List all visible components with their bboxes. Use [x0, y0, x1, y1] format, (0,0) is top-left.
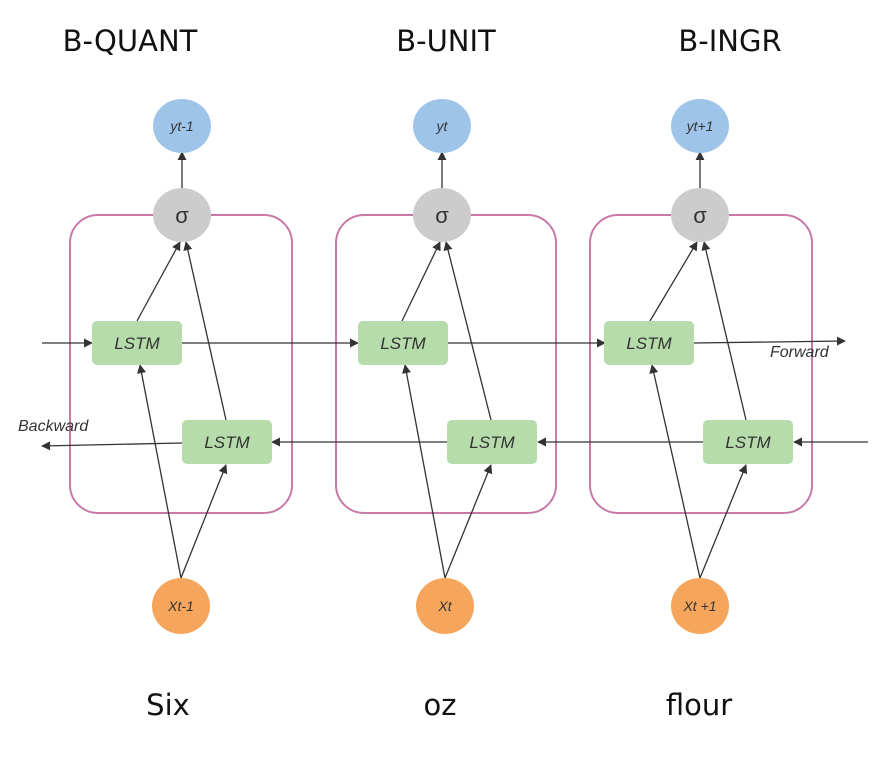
input-label-3: Xt +1 [682, 598, 716, 614]
word-label-3: flour [665, 688, 733, 722]
cell-3-forward-to-sigma [649, 241, 698, 322]
sigma-label-3: σ [693, 203, 707, 228]
output-node-3 [671, 99, 729, 153]
input-node-3 [671, 578, 729, 634]
word-label-1: Six [146, 688, 190, 722]
input-node-2 [416, 578, 474, 634]
backward-lstm-label-3: LSTM [725, 433, 771, 452]
input-label-2: Xt [437, 598, 452, 614]
cell-3-input-to-forward [649, 364, 701, 579]
backward-arrow-out [41, 441, 183, 451]
output-node-1 [153, 99, 211, 153]
forward-arrow-out [693, 336, 846, 346]
cell-3-backward-to-sigma [701, 241, 747, 421]
cell-1-forward-to-sigma [136, 241, 181, 322]
forward-lstm-label-3: LSTM [626, 334, 672, 353]
forward-lstm-3 [604, 321, 694, 365]
sigma-node-1 [153, 188, 211, 242]
sigma-node-3 [671, 188, 729, 242]
backward-lstm-1 [182, 420, 272, 464]
backward-lstm-label-1: LSTM [204, 433, 250, 452]
cell-2-input-to-forward [402, 364, 446, 579]
forward-lstm-label-1: LSTM [114, 334, 160, 353]
sigma-node-2 [413, 188, 471, 242]
forward-lstm-2 [358, 321, 448, 365]
output-label-2: yt [436, 118, 449, 134]
tag-label-2: B-UNIT [396, 24, 496, 58]
cell-1-input-to-forward [137, 364, 182, 579]
tag-label-3: B-INGR [678, 24, 782, 58]
backward-lstm-2 [447, 420, 537, 464]
tag-label-1: B-QUANT [62, 24, 198, 58]
input-label-1: Xt-1 [167, 598, 194, 614]
forward-direction-label: Forward [770, 344, 830, 361]
word-label-2: oz [423, 688, 457, 722]
output-label-1: yt-1 [169, 118, 193, 134]
sigma-label-1: σ [175, 203, 189, 228]
cell-2-input-to-backward [444, 464, 493, 579]
cell-1-input-to-backward [180, 464, 228, 579]
backward-lstm-3 [703, 420, 793, 464]
forward-lstm-1 [92, 321, 182, 365]
input-node-1 [152, 578, 210, 634]
cell-2-forward-to-sigma [401, 241, 441, 322]
backward-direction-label: Backward [18, 418, 89, 435]
output-label-3: yt+1 [686, 118, 714, 134]
cell-3-input-to-backward [699, 464, 748, 579]
output-node-2 [413, 99, 471, 153]
cell-2-backward-to-sigma [443, 241, 492, 421]
backward-lstm-label-2: LSTM [469, 433, 515, 452]
cell-1-backward-to-sigma [183, 241, 227, 421]
sigma-label-2: σ [435, 203, 449, 228]
forward-lstm-label-2: LSTM [380, 334, 426, 353]
